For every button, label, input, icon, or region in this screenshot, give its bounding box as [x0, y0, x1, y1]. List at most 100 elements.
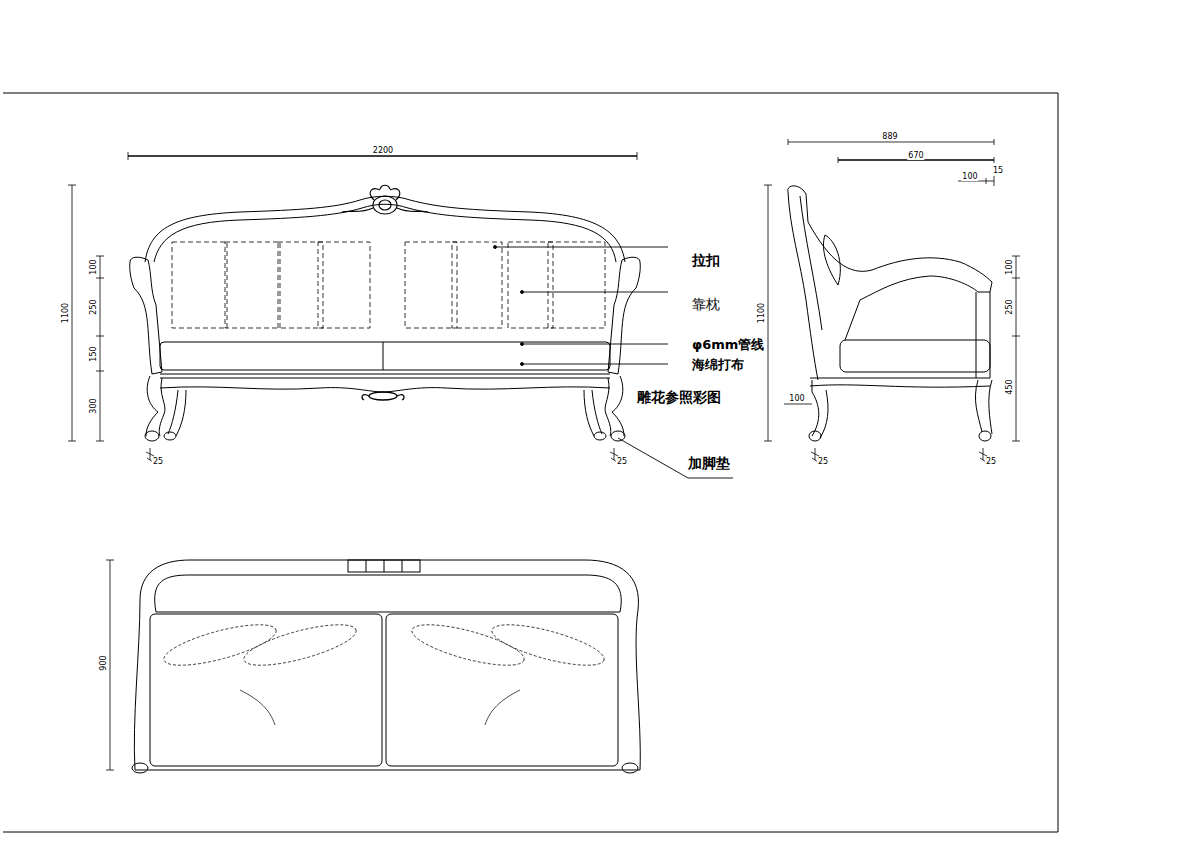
back-pillows-part: [318, 242, 370, 328]
dimension-lines-part: [1016, 256, 1017, 441]
callout-label: 拉扣: [692, 253, 720, 267]
leader-lines-part: [495, 247, 668, 248]
dimension-lines-part: [1012, 441, 1020, 442]
top-view-part: [366, 560, 367, 572]
dimension-text: 100: [1006, 258, 1014, 275]
bottom-carving-part: [369, 392, 397, 400]
back-pillows-part: [548, 242, 605, 328]
side-view-part: [800, 196, 822, 330]
leader-lines-part: [522, 344, 668, 345]
dimension-text: 15: [992, 167, 1004, 175]
callout-label: φ6mm管线: [692, 338, 764, 351]
dimension-lines-part: [788, 139, 789, 145]
side-view: [788, 186, 992, 441]
dimension-text: 1100: [758, 302, 766, 324]
bottom-carving: [362, 392, 404, 400]
top-carving-part: [370, 185, 400, 200]
front-view-part: [168, 390, 186, 436]
leader-lines-part: [522, 292, 668, 293]
front-view-part: [605, 376, 624, 436]
back-pillows-part: [405, 242, 457, 328]
dimension-lines-part: [96, 371, 104, 372]
front-view-part: [594, 432, 606, 440]
top-view-part: [134, 560, 640, 770]
front-view-part: [160, 342, 610, 370]
top-carving: [342, 185, 428, 214]
top-view-part: [156, 612, 620, 613]
dimension-text: 250: [1006, 298, 1014, 315]
front-view-part: [146, 376, 165, 436]
side-view-part: [812, 380, 828, 438]
side-view-part: [975, 380, 992, 434]
dimension-lines-part: [1012, 336, 1020, 337]
back-pillows-part: [508, 242, 553, 328]
leader-lines-part: [522, 364, 668, 365]
dimension-lines-part: [100, 256, 101, 441]
top-carving-part: [373, 196, 397, 214]
dimension-lines-part: [110, 560, 111, 770]
front-view-part: [160, 374, 610, 375]
leader-lines-part: [521, 363, 524, 366]
callout-label: 海绵打布: [692, 358, 744, 371]
front-view-part: [383, 342, 384, 370]
dimension-lines-part: [994, 176, 995, 186]
dimension-text: 300: [90, 397, 98, 414]
dimension-text: 25: [817, 458, 829, 466]
side-view-part: [809, 431, 821, 441]
side-view-part: [810, 378, 990, 387]
dimension-text: 100: [90, 258, 98, 275]
back-pillows-part: [172, 242, 227, 328]
top-view-part: [402, 560, 403, 572]
back-pillows-part: [452, 242, 502, 328]
back-pillows-part: [278, 242, 323, 328]
front-view-part: [164, 432, 176, 440]
dimension-lines-part: [637, 152, 638, 160]
dimension-text: 25: [616, 458, 628, 466]
callout-label: 加脚垫: [688, 456, 730, 470]
dimension-lines-part: [986, 178, 987, 184]
dimension-lines-part: [764, 185, 772, 186]
dimension-text: 1100: [62, 302, 70, 324]
side-view-part: [788, 186, 992, 340]
top-view-part: [240, 690, 520, 725]
top-view-part-part: [240, 616, 359, 673]
dimension-lines-part: [764, 441, 772, 442]
dimension-lines-part: [96, 441, 104, 442]
top-view-part: [150, 614, 382, 766]
back-pillows-part: [225, 242, 280, 328]
dimension-lines-part: [96, 256, 104, 257]
dimension-text: 100: [788, 395, 805, 403]
top-view-part-part: [160, 616, 279, 673]
dimension-text: 670: [907, 152, 924, 160]
side-view-part: [979, 431, 991, 441]
dimension-text: 150: [90, 345, 98, 362]
dimension-text: 100: [961, 173, 978, 181]
front-view-part: [145, 196, 625, 262]
front-view-part: [584, 390, 602, 436]
dimension-text: 25: [152, 458, 164, 466]
dimension-lines-part: [106, 770, 114, 771]
callout-label: 靠枕: [692, 297, 720, 311]
dimension-lines-part: [106, 560, 114, 561]
top-view-part: [384, 560, 385, 572]
top-view-part: [348, 560, 420, 572]
dimension-lines-part: [128, 152, 129, 160]
top-view-part: [155, 575, 622, 612]
dimension-text: 450: [1006, 378, 1014, 395]
front-view-part: [608, 257, 640, 374]
leader-lines-part: [494, 246, 497, 249]
leader-lines-part: [618, 438, 733, 478]
side-view-part: [976, 292, 990, 378]
dimension-lines: [68, 139, 1020, 770]
dimension-lines-part: [1012, 256, 1020, 257]
back-pillows: [172, 242, 605, 328]
sheet-frame: [3, 93, 1058, 832]
leader-lines-part: [521, 343, 524, 346]
dimension-lines-part: [96, 336, 104, 337]
top-view-part-part: [408, 616, 527, 673]
dimension-lines-part: [784, 404, 812, 405]
dimension-lines-part: [1012, 278, 1020, 279]
dimension-lines-part: [128, 155, 637, 157]
top-view-part: [160, 616, 607, 673]
dimension-lines-part: [68, 441, 76, 442]
